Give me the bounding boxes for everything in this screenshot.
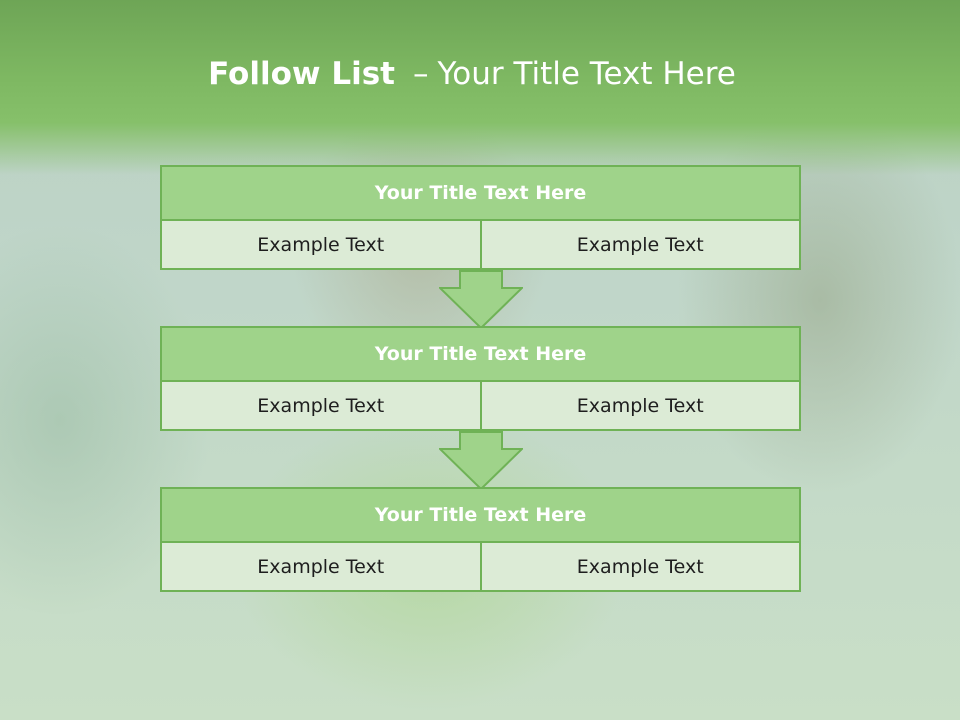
title-bar <box>0 0 960 175</box>
block-cell-right: Example Text <box>481 543 801 592</box>
block-title: Your Title Text Here <box>160 487 801 543</box>
block-cell-left: Example Text <box>160 382 482 431</box>
title-separator: – <box>412 56 429 92</box>
block-cell-right: Example Text <box>481 221 801 270</box>
down-arrow-icon <box>439 270 523 330</box>
block-row: Example Text Example Text <box>160 221 801 270</box>
list-block-2: Your Title Text Here Example Text Exampl… <box>160 326 801 431</box>
block-row: Example Text Example Text <box>160 382 801 431</box>
title-rest: Your Title Text Here <box>437 56 736 92</box>
list-block-3: Your Title Text Here Example Text Exampl… <box>160 487 801 592</box>
block-cell-left: Example Text <box>160 221 482 270</box>
block-cell-right: Example Text <box>481 382 801 431</box>
title-bold: Follow List <box>208 56 395 92</box>
block-title: Your Title Text Here <box>160 165 801 221</box>
block-row: Example Text Example Text <box>160 543 801 592</box>
block-title: Your Title Text Here <box>160 326 801 382</box>
down-arrow-icon <box>439 431 523 491</box>
list-block-1: Your Title Text Here Example Text Exampl… <box>160 165 801 270</box>
block-cell-left: Example Text <box>160 543 482 592</box>
slide-title: Follow List–Your Title Text Here <box>0 56 944 92</box>
